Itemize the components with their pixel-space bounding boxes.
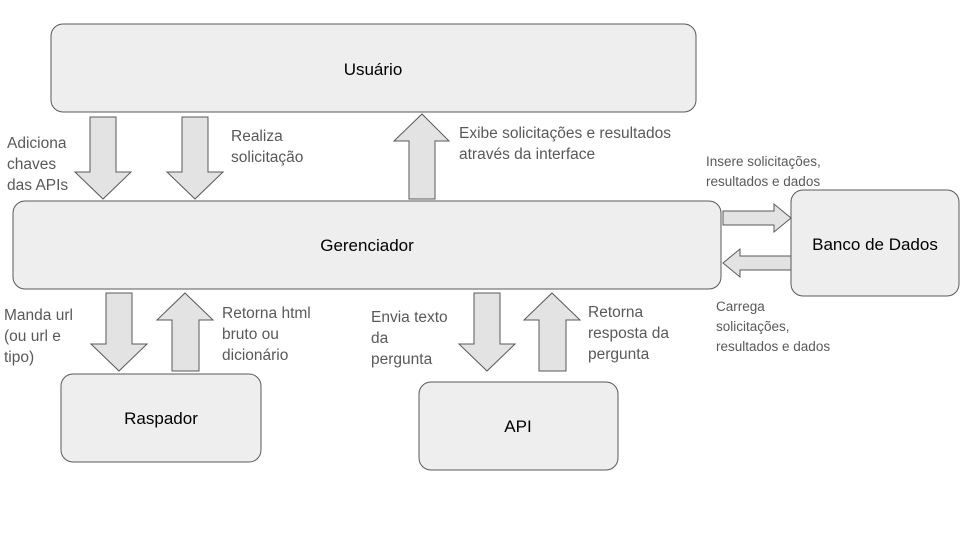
arrow-realiza-solicitacao: [165, 116, 225, 200]
banco-de-dados-box: [790, 189, 960, 297]
arrow-envia-texto: [457, 292, 517, 372]
label-adiciona-chaves: Adiciona chaves das APIs: [7, 135, 71, 194]
label-envia-texto: Envia texto da pergunta: [371, 309, 452, 368]
arrow-manda-url: [89, 292, 149, 372]
label-carrega: Carrega solicitações, resultados e dados: [716, 299, 830, 354]
arrow-retorna-resposta: [522, 292, 582, 372]
arrow-adiciona-chaves: [73, 116, 133, 200]
arrow-exibe: [392, 113, 451, 200]
gerenciador-label: Gerenciador: [320, 236, 414, 255]
api-box: [418, 381, 619, 471]
api-label: API: [504, 417, 531, 436]
label-retorna-resposta: Retorna resposta da pergunta: [588, 304, 673, 363]
arrow-retorna-html: [155, 292, 215, 372]
label-retorna-html: Retorna html bruto ou dicionário: [222, 305, 315, 364]
arrow-carrega: [722, 247, 792, 279]
label-manda-url: Manda url (ou url e tipo): [4, 307, 77, 366]
raspador-label: Raspador: [124, 409, 198, 428]
raspador-box: [60, 373, 262, 463]
arrow-insere: [722, 202, 792, 234]
gerenciador-box: [12, 200, 722, 290]
usuario-label: Usuário: [344, 60, 403, 79]
banco-de-dados-label: Banco de Dados: [812, 235, 938, 254]
label-exibe: Exibe solicitações e resultados através …: [459, 125, 675, 163]
usuario-box: [50, 23, 697, 113]
label-realiza-solicitacao: Realiza solicitação: [231, 128, 303, 166]
label-insere: Insere solicitações, resultados e dados: [706, 154, 825, 189]
